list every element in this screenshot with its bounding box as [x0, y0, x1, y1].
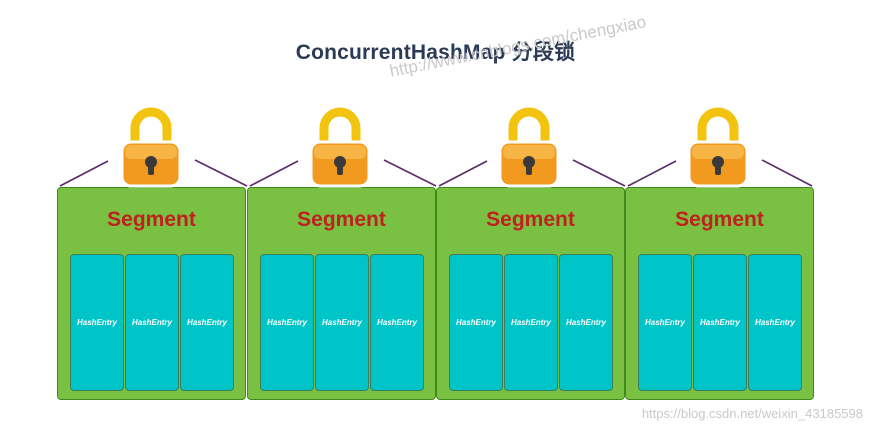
connector-line: [627, 160, 677, 187]
segment-label: Segment: [107, 208, 196, 231]
hash-entry-group: HashEntry HashEntry HashEntry: [70, 254, 235, 391]
segment-label: Segment: [297, 208, 386, 231]
connector-line: [572, 159, 626, 187]
connector-line: [59, 160, 109, 187]
hash-entry: HashEntry: [260, 254, 314, 391]
hash-entry: HashEntry: [559, 254, 613, 391]
hash-entry-label: HashEntry: [754, 318, 795, 327]
connector-line: [194, 159, 248, 187]
connector-line: [249, 160, 299, 187]
hash-entry: HashEntry: [504, 254, 558, 391]
hash-entry-label: HashEntry: [510, 318, 551, 327]
hash-entry-label: HashEntry: [266, 318, 307, 327]
hash-entry: HashEntry: [70, 254, 124, 391]
hash-entry: HashEntry: [180, 254, 234, 391]
lock-icon: [309, 107, 371, 188]
hash-entry: HashEntry: [125, 254, 179, 391]
hash-entry: HashEntry: [315, 254, 369, 391]
lock-icon: [687, 107, 749, 188]
lock-icon: [498, 107, 560, 188]
hash-entry-label: HashEntry: [131, 318, 172, 327]
hash-entry-label: HashEntry: [186, 318, 227, 327]
watermark-bottom: https://blog.csdn.net/weixin_43185598: [641, 406, 863, 421]
hash-entry: HashEntry: [638, 254, 692, 391]
hash-entry-label: HashEntry: [565, 318, 606, 327]
connector-line: [438, 160, 488, 187]
hash-entry-label: HashEntry: [376, 318, 417, 327]
hash-entry-label: HashEntry: [699, 318, 740, 327]
segment-box: Segment HashEntry HashEntry HashEntry: [57, 187, 246, 400]
segment-box: Segment HashEntry HashEntry HashEntry: [436, 187, 625, 400]
hash-entry: HashEntry: [748, 254, 802, 391]
hash-entry: HashEntry: [693, 254, 747, 391]
segment-box: Segment HashEntry HashEntry HashEntry: [625, 187, 814, 400]
hash-entry-group: HashEntry HashEntry HashEntry: [638, 254, 803, 391]
segment-label: Segment: [675, 208, 764, 231]
hash-entry: HashEntry: [449, 254, 503, 391]
hash-entry-label: HashEntry: [321, 318, 362, 327]
connector-line: [383, 159, 437, 187]
hash-entry-group: HashEntry HashEntry HashEntry: [260, 254, 425, 391]
connector-line: [761, 159, 813, 187]
segment-label: Segment: [486, 208, 575, 231]
segment-box: Segment HashEntry HashEntry HashEntry: [247, 187, 436, 400]
hash-entry-label: HashEntry: [76, 318, 117, 327]
hash-entry: HashEntry: [370, 254, 424, 391]
hash-entry-group: HashEntry HashEntry HashEntry: [449, 254, 614, 391]
hash-entry-label: HashEntry: [644, 318, 685, 327]
hash-entry-label: HashEntry: [455, 318, 496, 327]
lock-icon: [120, 107, 182, 188]
diagram-title: ConcurrentHashMap 分段锁: [295, 41, 576, 64]
